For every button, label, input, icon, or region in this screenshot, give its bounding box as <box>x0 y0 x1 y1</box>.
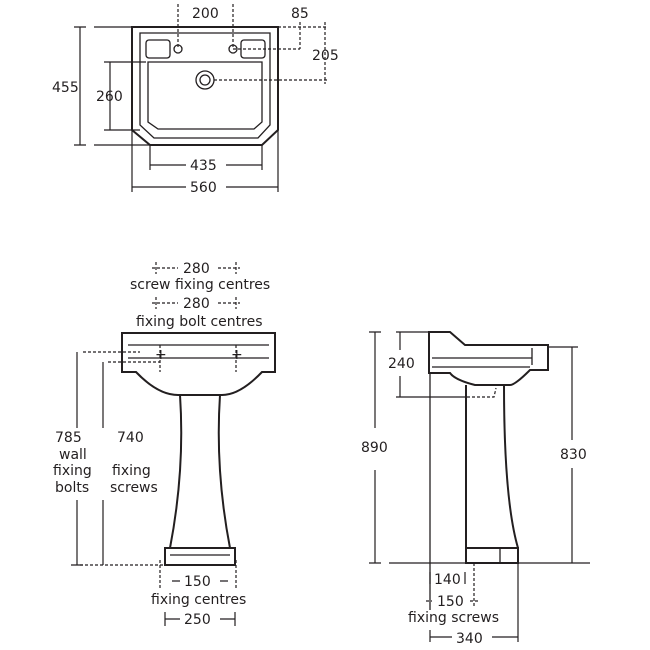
label-fixing-2: fixing <box>112 463 151 479</box>
dim-overall-depth: 455 <box>52 80 79 96</box>
dim-bowl-width: 435 <box>190 158 217 174</box>
bolt-marker-left: + <box>155 347 167 363</box>
basin-outline-side <box>428 331 549 386</box>
label-fixing-1: fixing <box>53 463 92 479</box>
label-wall: wall <box>59 447 87 463</box>
dim-pedestal-width: 250 <box>184 612 211 628</box>
bolt-marker-right: + <box>231 347 243 363</box>
dim-bolt-fixing: 280 <box>183 296 210 312</box>
dim-wall-bolts-height: 785 <box>55 430 82 446</box>
label-fixing-bolt-centres: fixing bolt centres <box>136 314 263 330</box>
dim-tap-offset: 85 <box>291 6 309 22</box>
label-screw-fixing-centres: screw fixing centres <box>130 277 270 293</box>
dim-screw-fixing: 280 <box>183 261 210 277</box>
plan-view: 200 85 205 455 260 435 560 <box>52 4 339 196</box>
dim-bowl-depth: 260 <box>96 89 123 105</box>
label-screws: screws <box>110 480 158 496</box>
dim-overall-projection: 340 <box>456 631 483 647</box>
basin-outline-front <box>121 332 276 396</box>
pedestal-side <box>465 384 519 549</box>
dim-overall-width: 560 <box>190 180 217 196</box>
dim-waste-offset: 205 <box>312 48 339 64</box>
pedestal-front <box>168 394 232 549</box>
dim-fixing-screws: 150 <box>437 594 464 610</box>
dim-rim-height: 830 <box>560 447 587 463</box>
label-fixing-centres: fixing centres <box>151 592 246 608</box>
label-bolts: bolts <box>55 480 89 496</box>
dim-overall-height: 890 <box>361 440 388 456</box>
side-view: 890 240 830 140 150 fixing screws 340 <box>361 331 590 647</box>
waste-outlet <box>195 70 215 90</box>
dim-basin-height: 240 <box>388 356 415 372</box>
dim-screws-height: 740 <box>117 430 144 446</box>
dim-fixing-centres: 150 <box>184 574 211 590</box>
label-fixing-screws: fixing screws <box>408 610 499 626</box>
dim-wall-to-fixing: 140 <box>434 572 461 588</box>
front-view: 280 screw fixing centres 280 fixing bolt… <box>53 261 276 628</box>
dim-tap-centres: 200 <box>192 6 219 22</box>
